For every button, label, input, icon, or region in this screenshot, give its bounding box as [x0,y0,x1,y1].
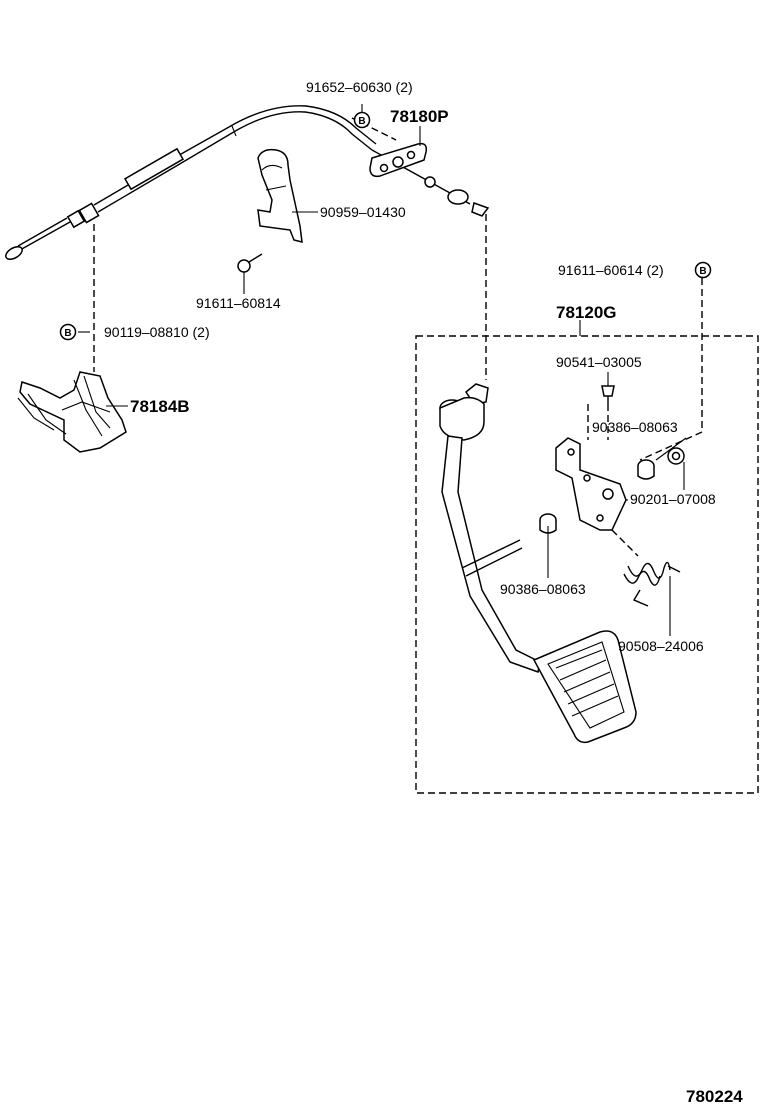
marker-b-left: B [59,323,77,341]
spring-90508-24006 [623,561,681,607]
label-90386-08063-lower: 90386–08063 [500,581,586,597]
label-91652-60630: 91652–60630 (2) [306,79,413,95]
pedal-assembly-box [415,335,759,794]
label-90959-01430: 90959–01430 [320,204,406,220]
cable-clamp-90959 [257,148,303,243]
washer-90201-07008 [667,447,685,465]
accelerator-pedal-lever [439,383,637,744]
label-90201-07008: 90201–07008 [630,491,716,507]
label-90386-08063-upper: 90386–08063 [592,419,678,435]
label-91611-60814: 91611–60814 [196,295,281,311]
label-90508-24006: 90508–24006 [618,638,704,654]
bushing-90386-08063-upper [637,459,655,480]
accelerator-cable [5,105,490,260]
svg-text:B: B [358,116,365,127]
clip-78184b [17,371,127,453]
svg-text:B: B [64,328,71,339]
label-90541-03005: 90541–03005 [556,354,642,370]
pedal-bracket [555,437,627,531]
svg-text:B: B [699,266,706,277]
label-78184b: 78184B [130,397,190,416]
label-90119-08810: 90119–08810 (2) [104,324,210,340]
figure-id: 780224 [686,1087,743,1106]
label-78180p: 78180P [390,107,449,126]
marker-b-top: B [353,111,371,129]
label-78120g: 78120G [556,303,617,322]
label-91611-60614: 91611–60614 (2) [558,262,664,278]
screw-90541-03005 [601,385,615,404]
bolt-91611-60814 [237,253,263,273]
marker-b-right: B [694,261,712,279]
cable-plate-78180p [369,142,428,178]
